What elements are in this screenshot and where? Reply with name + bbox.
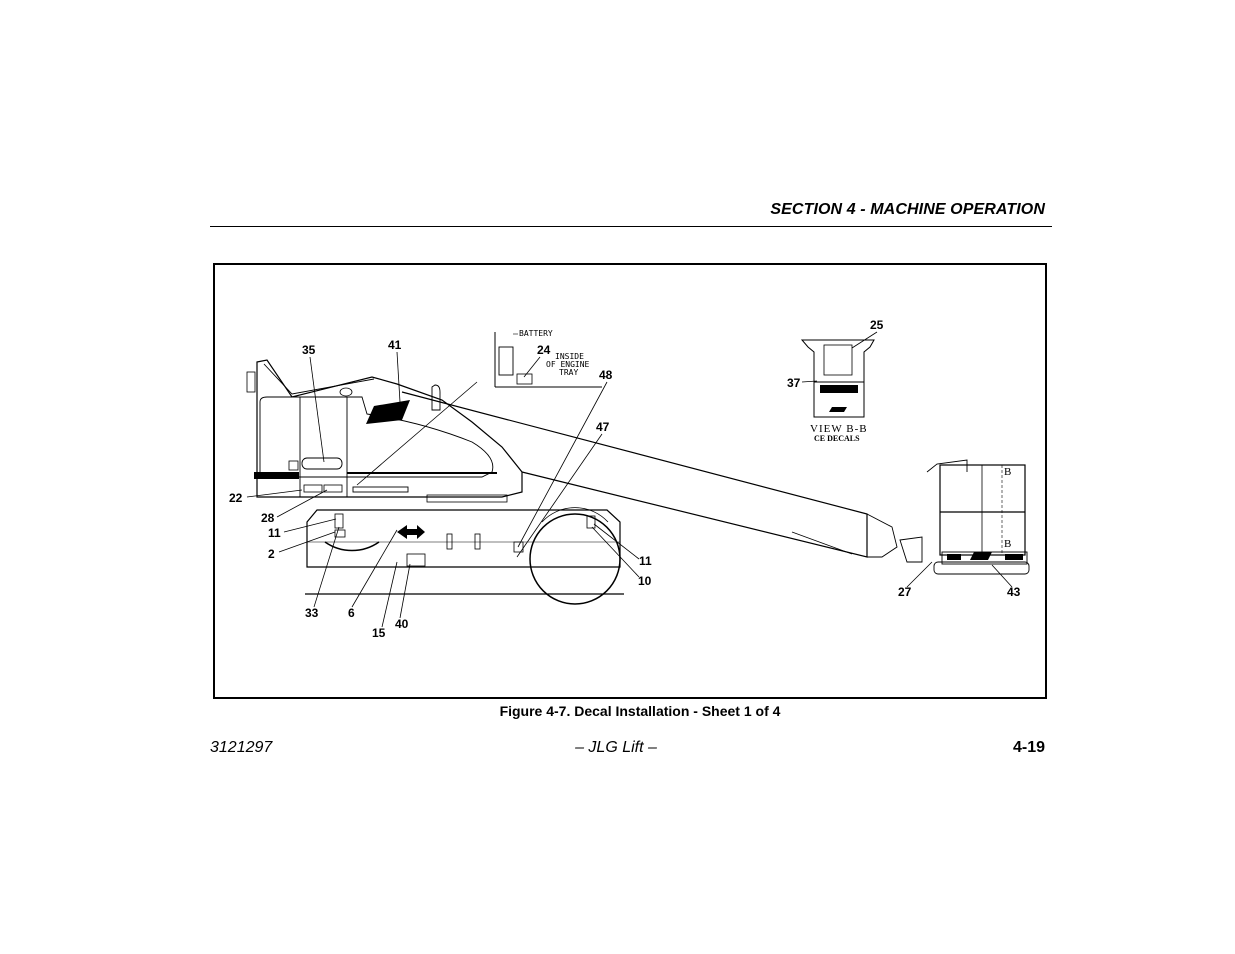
of-engine-note: OF ENGINE — [546, 360, 590, 369]
view-bb-detail — [800, 339, 875, 383]
section-mark-top: B — [1004, 466, 1012, 478]
figure-frame: 35 41 24 48 47 22 28 11 2 33 6 15 40 11 … — [213, 263, 1047, 699]
jlg-logo-body — [366, 400, 410, 424]
callout-48: 48 — [599, 368, 613, 382]
view-bb-label: VIEW B-B — [810, 423, 868, 435]
callout-2: 2 — [268, 547, 275, 561]
doc-number: 3121297 — [210, 739, 273, 756]
section-title: SECTION 4 - MACHINE OPERATION — [770, 201, 1045, 218]
decal-installation-drawing: 35 41 24 48 47 22 28 11 2 33 6 15 40 11 … — [229, 318, 1030, 640]
ce-decals-label: CE DECALS — [814, 434, 860, 443]
callout-37: 37 — [787, 376, 801, 390]
callout-11-rear: 11 — [639, 554, 652, 568]
page-number: 4-19 — [1012, 739, 1045, 756]
tray-note: TRAY — [559, 368, 578, 377]
chassis — [306, 509, 621, 568]
callout-35: 35 — [302, 343, 316, 357]
section-mark-bottom: B — [1004, 538, 1012, 550]
boom — [401, 391, 868, 558]
callout-11-front: 11 — [268, 526, 281, 540]
callout-33: 33 — [305, 606, 319, 620]
callout-28: 28 — [261, 511, 275, 525]
drive-direction-arrow — [397, 525, 425, 539]
callout-24: 24 — [537, 343, 551, 357]
callout-41: 41 — [388, 338, 402, 352]
callout-22: 22 — [229, 491, 243, 505]
callout-40: 40 — [395, 617, 409, 631]
callout-6: 6 — [348, 606, 355, 620]
front-wheel — [324, 541, 380, 552]
callout-27: 27 — [898, 585, 912, 599]
callout-47: 47 — [596, 420, 610, 434]
callout-25: 25 — [870, 318, 884, 332]
header-rule — [210, 226, 1052, 227]
figure-caption: Figure 4-7. Decal Installation - Sheet 1… — [499, 703, 781, 719]
callout-43: 43 — [1007, 585, 1021, 599]
inside-note: INSIDE — [555, 352, 584, 361]
battery-note: BATTERY — [519, 329, 553, 338]
callout-10: 10 — [638, 574, 652, 588]
rear-wheel — [529, 513, 621, 605]
jlg-logo-platform — [970, 552, 992, 560]
leader-lines — [246, 331, 1013, 628]
battery-box — [498, 346, 514, 376]
footer-title: – JLG Lift – — [575, 739, 657, 756]
hazard-stripe-left — [254, 472, 299, 479]
callout-15: 15 — [372, 626, 386, 640]
